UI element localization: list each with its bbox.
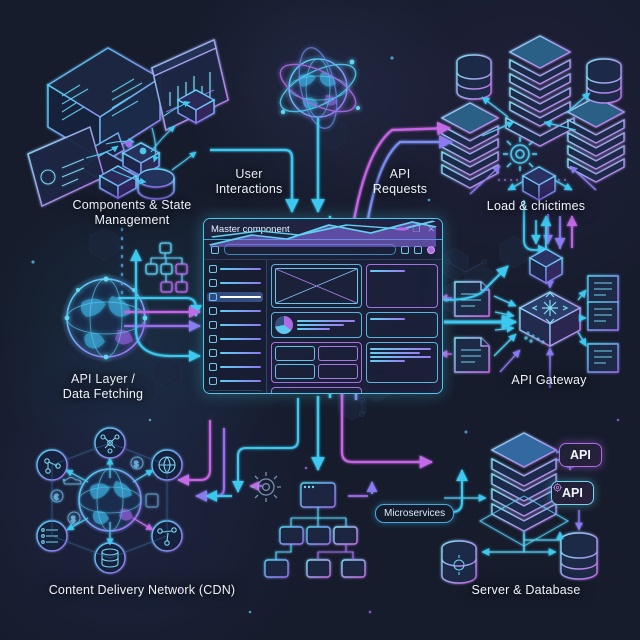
sidebar-item-layers[interactable] [207, 292, 263, 302]
label-server-database: Server & Database [471, 583, 581, 597]
label-api-layer: API Layer / Data Fetching [62, 372, 144, 401]
label-load-balancing: Load & chictimes [486, 199, 586, 213]
window-body [204, 220, 442, 393]
sidebar-item-user[interactable] [207, 306, 263, 316]
dashboard-icon [209, 265, 217, 273]
text-card[interactable] [365, 342, 438, 383]
sidebar-item-account[interactable] [207, 390, 263, 393]
label-api-gateway: API Gateway [511, 373, 587, 387]
clock-icon [209, 321, 217, 329]
user-icon [209, 307, 217, 315]
line-chart-card[interactable] [210, 220, 438, 338]
label-cdn: Content Delivery Network (CDN) [48, 583, 236, 597]
label-components-state: Components & State Management [72, 198, 192, 227]
api-badge-bottom[interactable]: API [551, 481, 594, 505]
bar-chart-card[interactable] [271, 387, 362, 393]
image-placeholder-icon [275, 268, 358, 304]
sidebar-item-dashboard[interactable] [207, 264, 263, 274]
tile[interactable] [317, 364, 358, 379]
gear-icon [553, 483, 562, 492]
sidebar-item-clock[interactable] [207, 320, 263, 330]
sidebar-item-settings[interactable] [207, 376, 263, 386]
master-component-window[interactable]: Master component — ❐ ✕ [203, 218, 443, 394]
card-icon [209, 349, 217, 357]
tiles-card[interactable] [271, 342, 362, 383]
sidebar-item-home[interactable] [207, 278, 263, 288]
settings-icon [209, 377, 217, 385]
window-content [208, 220, 442, 393]
tile[interactable] [275, 364, 315, 379]
pie-chart-icon [275, 316, 293, 334]
chart-icon [209, 363, 217, 371]
home-icon [209, 279, 217, 287]
pie-card[interactable] [271, 312, 362, 338]
sidebar-item-folder[interactable] [207, 334, 263, 344]
sidebar-item-chart[interactable] [207, 362, 263, 372]
window-title: Master component [211, 223, 290, 235]
microservices-badge[interactable]: Microservices [375, 504, 455, 523]
window-sidebar[interactable] [204, 260, 267, 393]
area-chart-icon [208, 221, 438, 247]
folder-icon [209, 335, 217, 343]
svg-text:$: $ [134, 460, 139, 469]
area-chart-card[interactable] [208, 221, 438, 308]
svg-text:€: € [54, 493, 59, 502]
svg-text:$: $ [71, 515, 76, 524]
sidebar-item-card[interactable] [207, 348, 263, 358]
line-chart-icon [210, 220, 436, 238]
api-badge-top[interactable]: API [559, 443, 602, 467]
hero-image-card[interactable] [271, 264, 362, 308]
label-user-interactions: User Interactions [215, 167, 283, 196]
label-api-requests: API Requests [372, 167, 428, 196]
layers-icon [209, 293, 217, 301]
tile[interactable] [275, 346, 315, 361]
tile[interactable] [317, 346, 358, 361]
